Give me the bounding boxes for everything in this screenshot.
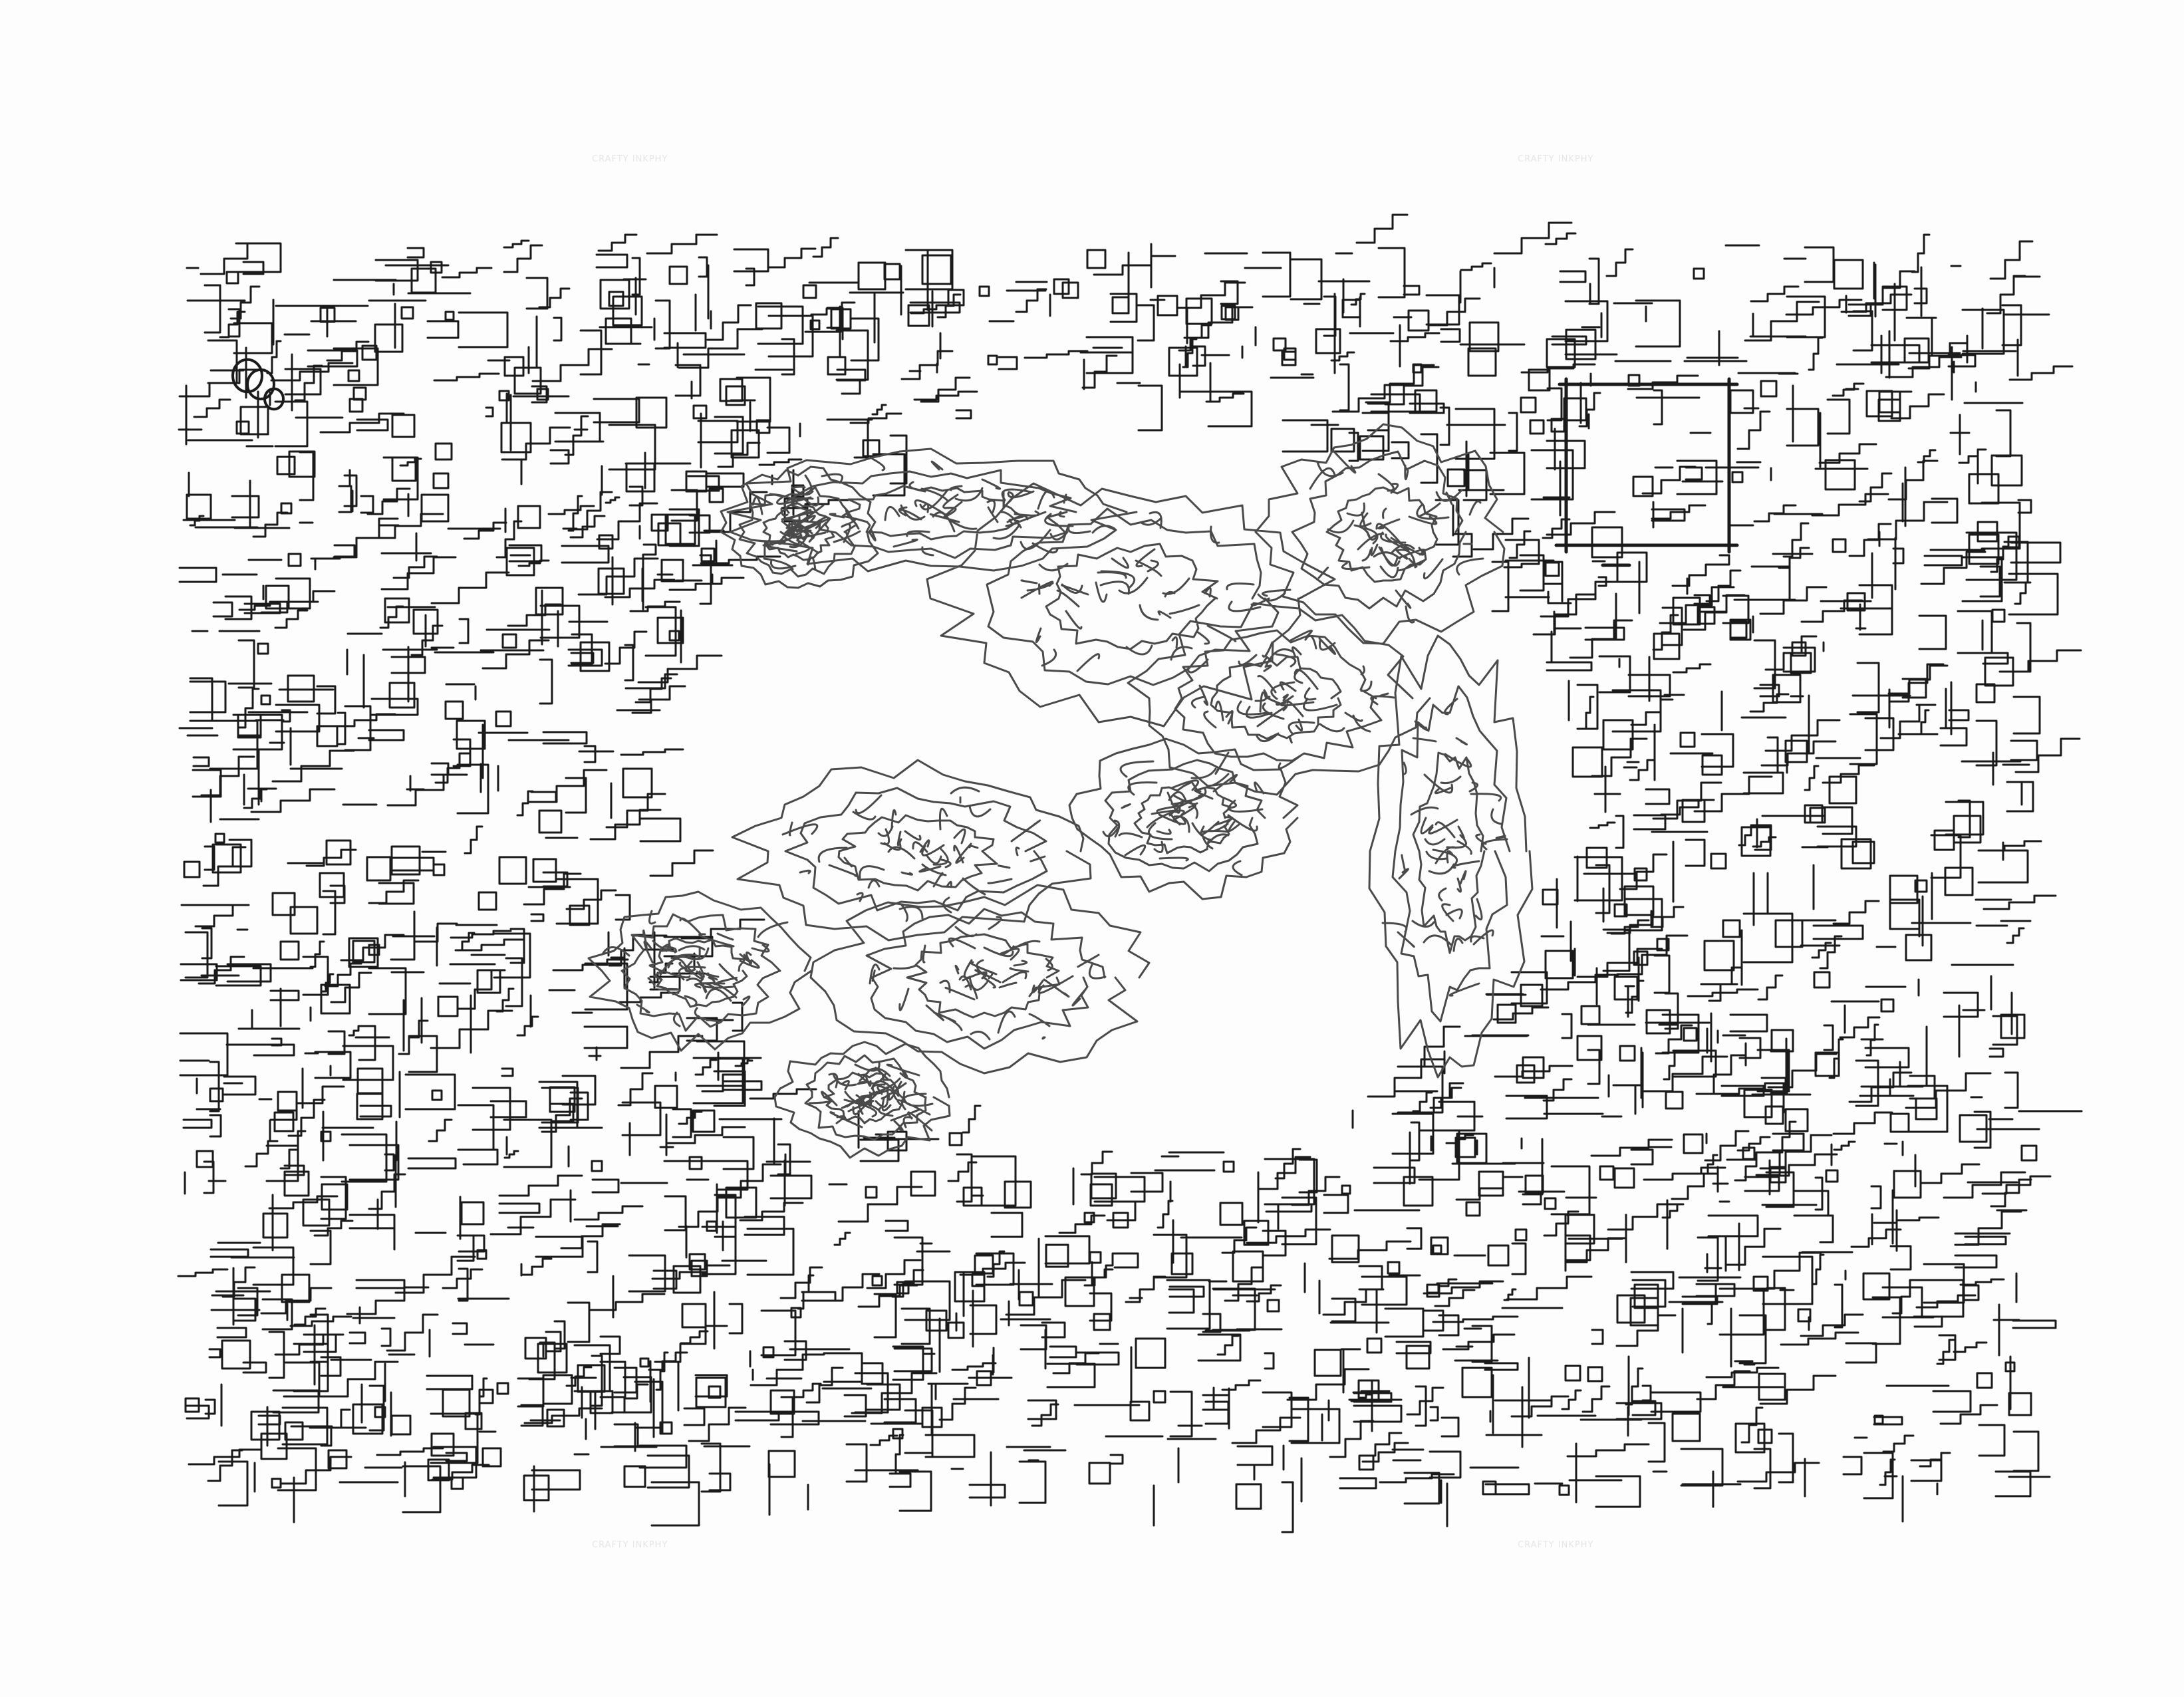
watermark-text: CRAFTY INKPHY xyxy=(1518,154,1594,164)
astronaut-contours xyxy=(587,423,1534,1159)
watermark-text: CRAFTY INKPHY xyxy=(592,154,668,164)
ring-shape xyxy=(231,358,263,394)
city-block-strokes xyxy=(177,213,2083,1533)
astronaut-figure xyxy=(587,423,1534,1159)
ring-shapes xyxy=(231,358,285,411)
watermark-text: CRAFTY INKPHY xyxy=(592,1540,668,1550)
watermark-text: CRAFTY INKPHY xyxy=(1518,1540,1594,1550)
ring-shape xyxy=(246,368,275,400)
large-square-outline xyxy=(1554,377,1739,567)
city-blocks xyxy=(177,213,2083,1533)
large-square-window xyxy=(1554,377,1739,567)
ring-shape xyxy=(263,387,285,411)
